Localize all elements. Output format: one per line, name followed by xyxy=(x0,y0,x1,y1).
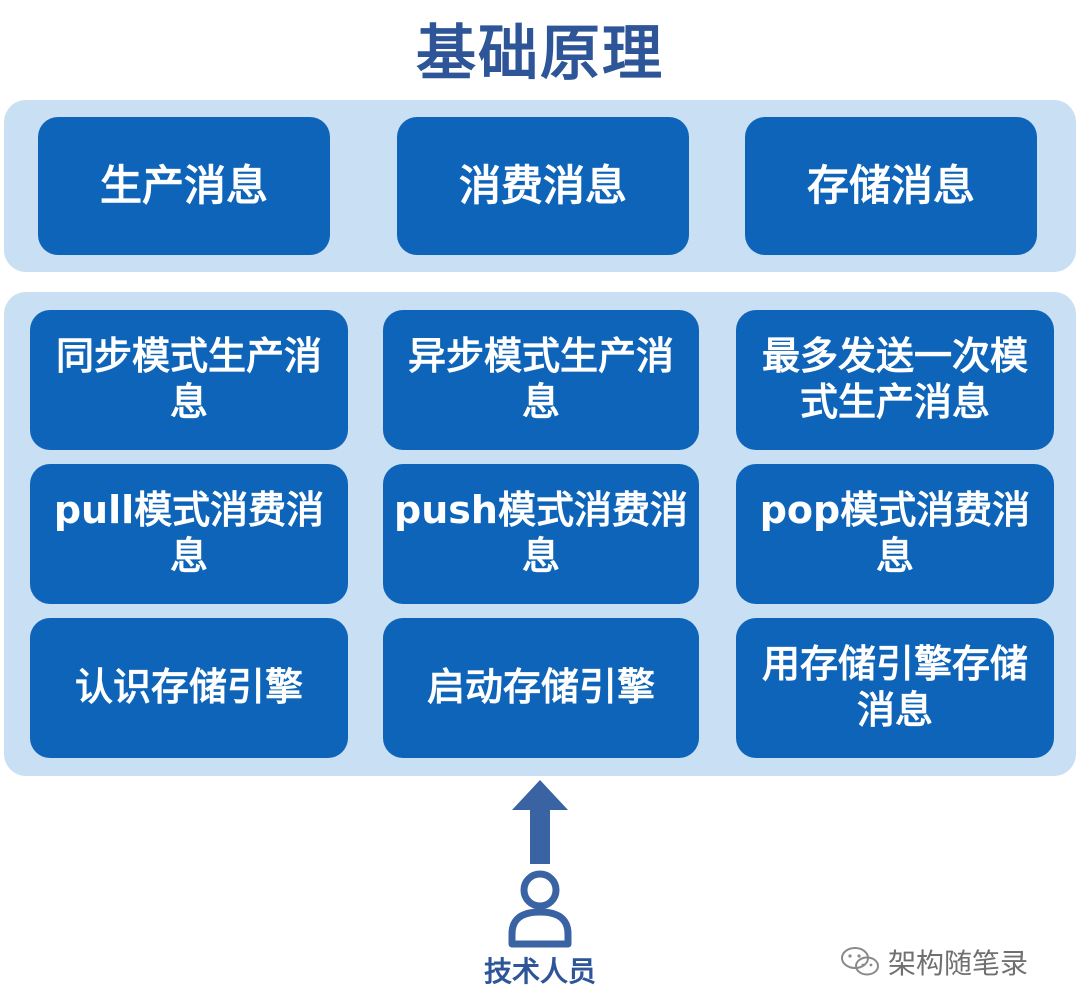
person-icon xyxy=(508,870,572,948)
box-push-consume: push模式消费消息 xyxy=(383,464,699,604)
diagram-title: 基础原理 xyxy=(416,19,664,89)
actor-label: 技术人员 xyxy=(483,955,596,988)
box-produce-message: 生产消息 xyxy=(38,117,330,255)
box-store-with-engine: 用存储引擎存储消息 xyxy=(736,618,1054,758)
arrow-up-icon xyxy=(512,780,568,864)
watermark: 架构随笔录 xyxy=(840,940,1060,984)
actor-figure xyxy=(508,780,572,948)
box-know-storage-engine: 认识存储引擎 xyxy=(30,618,348,758)
box-sync-produce: 同步模式生产消息 xyxy=(30,310,348,450)
box-store-message: 存储消息 xyxy=(745,117,1037,255)
box-oneway-produce: 最多发送一次模式生产消息 xyxy=(736,310,1054,450)
box-pull-consume: pull模式消费消息 xyxy=(30,464,348,604)
box-async-produce: 异步模式生产消息 xyxy=(383,310,699,450)
box-pop-consume: pop模式消费消息 xyxy=(736,464,1054,604)
box-consume-message: 消费消息 xyxy=(397,117,689,255)
wechat-icon xyxy=(841,947,879,976)
box-start-storage-engine: 启动存储引擎 xyxy=(383,618,699,758)
watermark-text: 架构随笔录 xyxy=(888,947,1029,980)
